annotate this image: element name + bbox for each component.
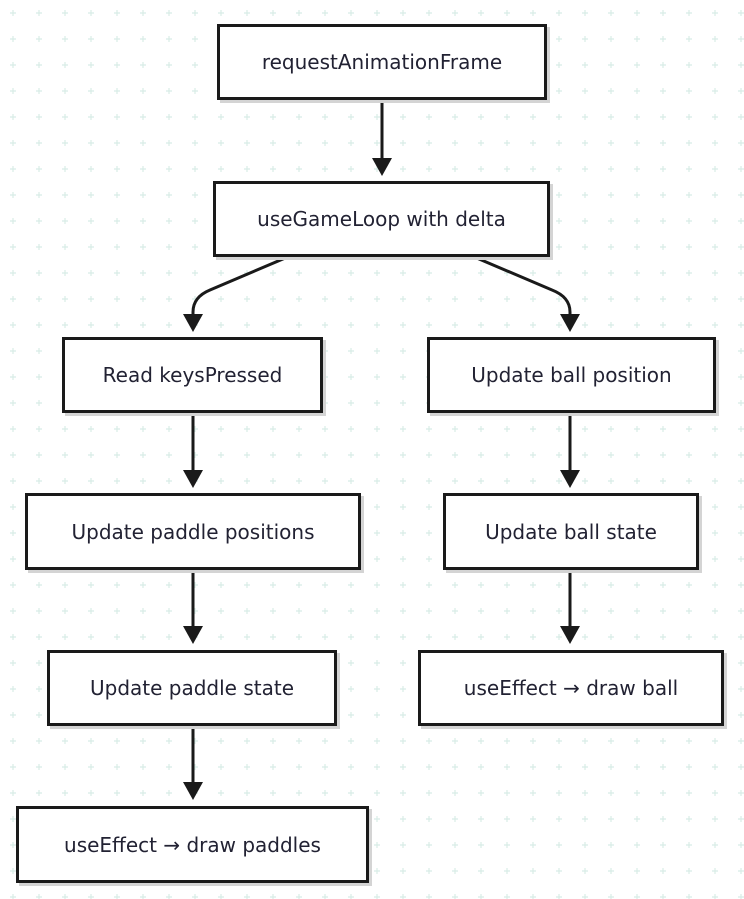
node-label: Update ball position [471,363,672,387]
node-update-ball-position: Update ball position [427,337,716,413]
edge-paddlestate-to-drawpaddles [183,726,203,800]
node-request-animation-frame: requestAnimationFrame [217,24,547,100]
node-label: Update paddle positions [71,519,315,544]
edge-raf-to-loop [372,99,392,176]
node-label: useEffect → draw ball [463,676,679,700]
node-draw-ball: useEffect → draw ball [418,650,724,726]
node-update-ball-state: Update ball state [443,493,699,570]
node-use-game-loop: useGameLoop with delta [213,181,550,257]
node-label: requestAnimationFrame [261,50,503,74]
edge-ballstate-to-drawball [560,570,580,644]
node-label: Update paddle state [89,676,294,700]
node-label: Update ball state [485,519,657,544]
node-update-paddle-positions: Update paddle positions [25,493,361,570]
node-draw-paddles: useEffect → draw paddles [16,806,369,883]
node-label: useEffect → draw paddles [64,832,321,857]
edge-paddlepos-to-paddlestate [183,570,203,644]
edge-loop-to-keys [183,254,291,332]
edge-loop-to-ballpos [471,254,580,332]
node-read-keys-pressed: Read keysPressed [62,337,323,413]
edge-ballpos-to-ballstate [560,413,580,488]
node-update-paddle-state: Update paddle state [47,650,337,726]
node-label: Read keysPressed [102,363,283,387]
edge-keys-to-paddlepos [183,413,203,488]
node-label: useGameLoop with delta [257,207,506,231]
